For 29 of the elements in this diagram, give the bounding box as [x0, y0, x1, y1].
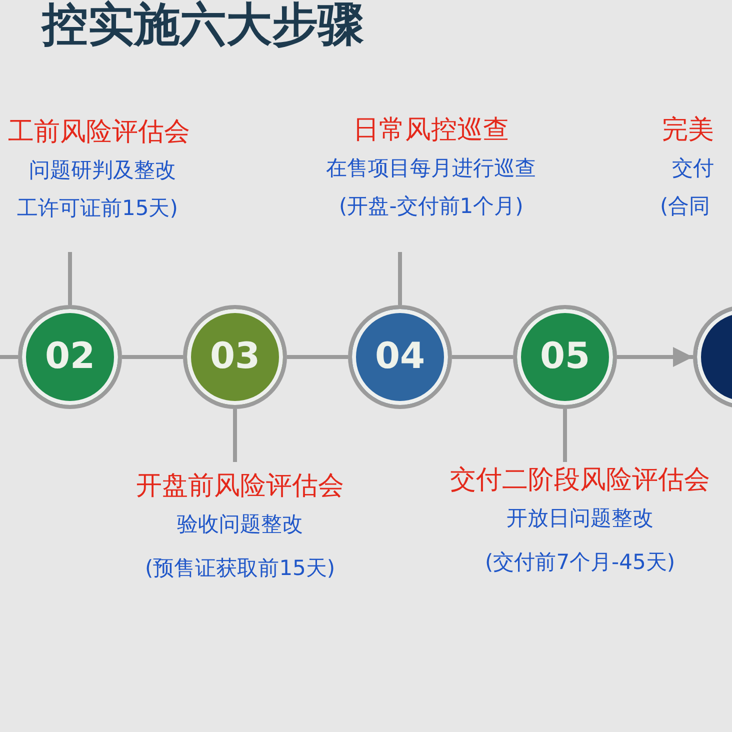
step-period: (合同 [660, 193, 710, 220]
step-number: 04 [374, 335, 426, 379]
step-number: 05 [538, 335, 592, 379]
step-title: 开盘前风险评估会 [136, 470, 344, 503]
arrow [617, 347, 693, 367]
step-description: 交付 [672, 155, 714, 182]
leader-line [68, 252, 72, 305]
connector-line [0, 355, 18, 359]
step-description: 问题研判及整改 [29, 157, 176, 184]
step-number: 03 [208, 335, 262, 379]
step-period: 工许可证前15天) [17, 195, 178, 222]
step-description: 在售项目每月进行巡查 [326, 155, 536, 182]
connector-line [122, 355, 183, 359]
step-description: 验收问题整改 [177, 511, 303, 538]
leader-line [563, 409, 567, 462]
step-title: 日常风控巡查 [353, 114, 509, 147]
step-title: 完美 [662, 114, 714, 147]
connector-line [452, 355, 513, 359]
step-title: 工前风险评估会 [8, 116, 190, 149]
step-period: (预售证获取前15天) [145, 555, 336, 582]
connector-line [287, 355, 348, 359]
step-period: (交付前7个月-45天) [485, 549, 676, 576]
leader-line [233, 409, 237, 462]
leader-line [398, 252, 402, 305]
step-title: 交付二阶段风险评估会 [450, 464, 710, 497]
title: 控实施六大步骤 [42, 0, 364, 52]
step-description: 开放日问题整改 [506, 505, 654, 532]
step-period: (开盘-交付前1个月) [339, 193, 524, 220]
step-number: 02 [44, 335, 96, 379]
